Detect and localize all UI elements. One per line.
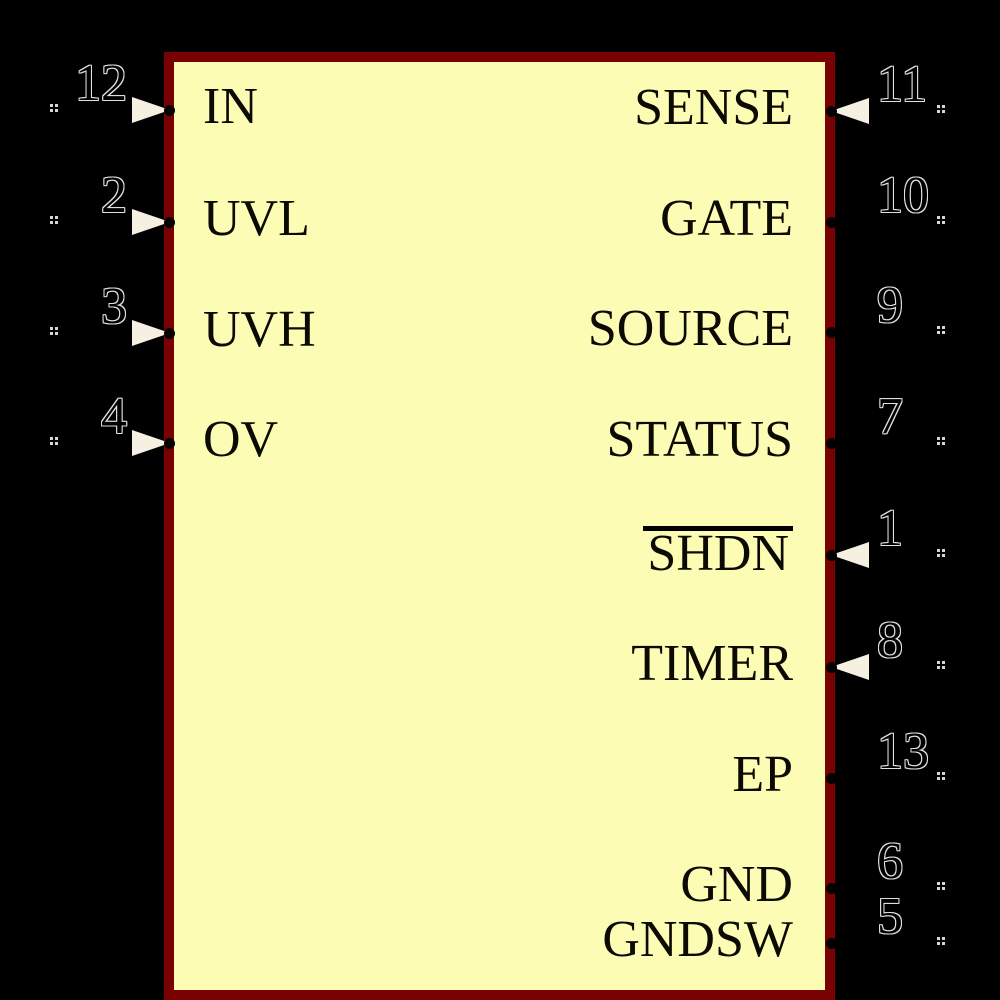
pin-connection-dot: [826, 106, 837, 117]
pin-endpoint-marker: [937, 661, 940, 664]
pin-connection-dot: [164, 328, 175, 339]
pin-input-arrow-icon: [831, 98, 869, 124]
pin-number: 5: [877, 888, 903, 945]
pin-number: 2: [101, 167, 127, 224]
pin-label: IN: [203, 78, 258, 135]
pin-number: 13: [877, 723, 929, 780]
pin-label: TIMER: [631, 635, 793, 692]
pin-number: 4: [101, 388, 127, 445]
pin-label: UVL: [203, 190, 310, 247]
pin-endpoint-marker: [937, 437, 940, 440]
pin-connection-dot: [826, 550, 837, 561]
pin-label-overline: SHDN: [643, 526, 793, 580]
pin-connection-dot: [826, 883, 837, 894]
pin-endpoint-marker: [937, 326, 940, 329]
pin-connection-dot: [826, 773, 837, 784]
pin-endpoint-marker: [50, 437, 53, 440]
pin-endpoint-marker: [937, 937, 940, 940]
pin-label: GND: [680, 856, 793, 913]
pin-input-arrow-icon: [132, 430, 170, 456]
pin-connection-dot: [826, 938, 837, 949]
pin-label: OV: [203, 411, 279, 468]
pin-endpoint-marker: [937, 216, 940, 219]
pin-input-arrow-icon: [831, 542, 869, 568]
pin-endpoint-marker: [50, 216, 53, 219]
pin-connection-dot: [826, 438, 837, 449]
pin-label: EP: [732, 746, 793, 803]
pin-input-arrow-icon: [132, 209, 170, 235]
pin-connection-dot: [164, 105, 175, 116]
pin-number: 1: [877, 500, 903, 557]
pin-label: GNDSW: [602, 911, 793, 968]
pin-label: STATUS: [606, 411, 793, 468]
pin-number: 7: [877, 388, 903, 445]
pin-endpoint-marker: [937, 549, 940, 552]
pin-number: 8: [877, 612, 903, 669]
pin-connection-dot: [826, 327, 837, 338]
pin-endpoint-marker: [50, 104, 53, 107]
pin-input-arrow-icon: [132, 320, 170, 346]
pin-label: SOURCE: [587, 300, 793, 357]
pin-number: 3: [101, 278, 127, 335]
pin-number: 12: [75, 55, 127, 112]
pin-label: SENSE: [634, 79, 793, 136]
pin-label: GATE: [660, 190, 793, 247]
pin-input-arrow-icon: [132, 97, 170, 123]
pin-number: 10: [877, 167, 929, 224]
pin-number: 11: [877, 56, 928, 113]
pin-input-arrow-icon: [831, 654, 869, 680]
pin-label: SHDN: [400, 526, 793, 580]
pin-endpoint-marker: [937, 105, 940, 108]
pin-endpoint-marker: [937, 882, 940, 885]
pin-endpoint-marker: [937, 772, 940, 775]
pin-connection-dot: [826, 662, 837, 673]
pin-label: UVH: [203, 301, 316, 358]
pin-connection-dot: [164, 438, 175, 449]
pin-number: 9: [877, 277, 903, 334]
pin-endpoint-marker: [50, 327, 53, 330]
pin-connection-dot: [826, 217, 837, 228]
pin-number: 6: [877, 833, 903, 890]
pin-connection-dot: [164, 217, 175, 228]
